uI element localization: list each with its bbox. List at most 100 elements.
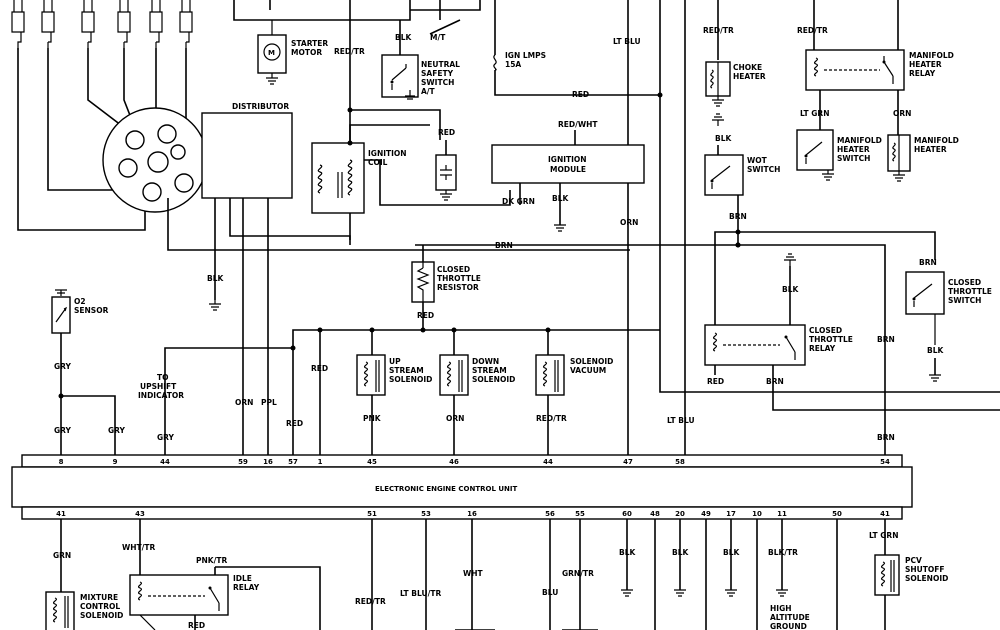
wire-label: BLK bbox=[395, 33, 412, 42]
pcv-label-3: SOLENOID bbox=[905, 574, 948, 583]
manifold-heater: MANIFOLD HEATER bbox=[887, 134, 959, 182]
wire-label: RED bbox=[438, 128, 455, 137]
wire-label: BRN bbox=[877, 433, 895, 442]
closed-throttle-relay: CLOSED THROTTLE RELAY bbox=[704, 324, 853, 366]
upstream-solenoid: UP STREAM SOLENOID bbox=[356, 330, 432, 396]
wire-label: BLK bbox=[619, 548, 636, 557]
wire-label: PPL bbox=[261, 398, 277, 407]
wire-label: GRY bbox=[54, 362, 72, 371]
ecu-pin: 41 bbox=[880, 510, 890, 518]
choke-heater: CHOKE HEATER bbox=[705, 61, 766, 107]
distributor-label: DISTRIBUTOR bbox=[232, 102, 289, 111]
wire-label: WHT/TR bbox=[122, 543, 156, 552]
wire-label: BRN bbox=[919, 258, 937, 267]
mh-relay-label: MANIFOLD bbox=[909, 51, 954, 60]
wire-label: RED/WHT bbox=[558, 120, 598, 129]
wire-label: BRN bbox=[729, 212, 747, 221]
wire-label: LT BLU bbox=[613, 37, 641, 46]
ecu-pin: 11 bbox=[777, 510, 787, 518]
wire-label: RED/TR bbox=[797, 26, 828, 35]
wire-label: GRY bbox=[108, 426, 126, 435]
ecu-pin: 43 bbox=[135, 510, 145, 518]
choke-heater-label: CHOKE bbox=[733, 63, 762, 72]
ground-symbol bbox=[209, 300, 221, 311]
wire-label: BRN bbox=[766, 377, 784, 386]
nss-label: NEUTRAL bbox=[421, 60, 460, 69]
wire-label: BLK bbox=[715, 134, 732, 143]
wot-switch: WOT SWITCH bbox=[704, 154, 780, 196]
wire-label: RED bbox=[707, 377, 724, 386]
mixture-label: MIXTURE bbox=[80, 593, 118, 602]
ct-resistor-label-3: RESISTOR bbox=[437, 283, 479, 292]
wire-label: BRN bbox=[877, 335, 895, 344]
spark-plugs bbox=[11, 0, 193, 50]
capacitor: RED bbox=[435, 128, 457, 201]
mh-label: MANIFOLD bbox=[914, 136, 959, 145]
ecu-pin: 60 bbox=[622, 510, 632, 518]
vacuum-label: SOLENOID bbox=[570, 357, 613, 366]
pcv-label: PCV bbox=[905, 556, 922, 565]
ecu-pin: 57 bbox=[288, 458, 298, 466]
mh-relay-label-2: HEATER bbox=[909, 60, 942, 69]
ctr-label: CLOSED bbox=[809, 326, 842, 335]
mh-switch-label-2: HEATER bbox=[837, 145, 870, 154]
mh-switch-label: MANIFOLD bbox=[837, 136, 882, 145]
mixture-label-3: SOLENOID bbox=[80, 611, 123, 620]
wire-label: BLK bbox=[927, 346, 944, 355]
cts-label-3: SWITCH bbox=[948, 296, 981, 305]
wire-label: BLK bbox=[723, 548, 740, 557]
nss-label-4: A/T bbox=[421, 87, 436, 96]
ecu-pin: 9 bbox=[113, 458, 118, 466]
upshift-label-2: UPSHIFT bbox=[140, 382, 177, 391]
wire-label: BLK bbox=[207, 274, 224, 283]
high-alt-label: HIGH bbox=[770, 604, 792, 613]
o2-label: O2 bbox=[74, 297, 86, 306]
downstream-solenoid: DOWN STREAM SOLENOID bbox=[439, 330, 515, 396]
wire-label: RED/TR bbox=[355, 597, 386, 606]
wire-label: LT GRN bbox=[869, 531, 898, 540]
ecu-pin: 16 bbox=[467, 510, 477, 518]
high-alt-label-2: ALTITUDE bbox=[770, 613, 810, 622]
wire-label: ORN bbox=[620, 218, 638, 227]
ct-resistor-label: CLOSED bbox=[437, 265, 470, 274]
wire-label: RED bbox=[311, 364, 328, 373]
mt-label: M/T bbox=[430, 33, 446, 42]
upstream-label-3: SOLENOID bbox=[389, 375, 432, 384]
wire-label: BLK/TR bbox=[768, 548, 798, 557]
wot-label-2: SWITCH bbox=[747, 165, 780, 174]
mh-switch-label-3: SWITCH bbox=[837, 154, 870, 163]
ignition-coil: IGNITION COIL bbox=[311, 142, 407, 214]
ecu-pin: 17 bbox=[726, 510, 736, 518]
wire-label: LT BLU bbox=[667, 416, 695, 425]
wot-label: WOT bbox=[747, 156, 768, 165]
cts-label-2: THROTTLE bbox=[948, 287, 992, 296]
wire-label: BLU bbox=[542, 588, 558, 597]
cts-label: CLOSED bbox=[948, 278, 981, 287]
mixture-control-solenoid: MIXTURE CONTROL SOLENOID bbox=[45, 591, 123, 630]
ecu-pin: 59 bbox=[238, 458, 248, 466]
wire-label: BLK bbox=[552, 194, 569, 203]
ecu-pin: 8 bbox=[59, 458, 64, 466]
nss-label-2: SAFETY bbox=[421, 69, 454, 78]
wire-label: RED bbox=[417, 311, 434, 320]
closed-throttle-resistor: CLOSED THROTTLE RESISTOR bbox=[411, 261, 481, 303]
downstream-label: DOWN bbox=[472, 357, 499, 366]
distributor: DISTRIBUTOR bbox=[102, 102, 293, 213]
wire-label: GRY bbox=[157, 433, 175, 442]
starter-motor-label: STARTER bbox=[291, 39, 328, 48]
wire-label: GRN bbox=[53, 551, 71, 560]
ecu-pin: 10 bbox=[752, 510, 762, 518]
pcv-label-2: SHUTOFF bbox=[905, 565, 945, 574]
ecu-pin: 44 bbox=[160, 458, 170, 466]
ecu: ELECTRONIC ENGINE CONTROL UNIT bbox=[11, 454, 913, 520]
high-alt-label-3: GROUND bbox=[770, 622, 807, 630]
vacuum-label-2: VACUUM bbox=[570, 366, 606, 375]
ign-fuse-label: IGN LMPS bbox=[505, 51, 546, 60]
downstream-label-2: STREAM bbox=[472, 366, 507, 375]
choke-heater-label-2: HEATER bbox=[733, 72, 766, 81]
wire-label: RED bbox=[286, 419, 303, 428]
wire-label: LT BLU/TR bbox=[400, 589, 441, 598]
